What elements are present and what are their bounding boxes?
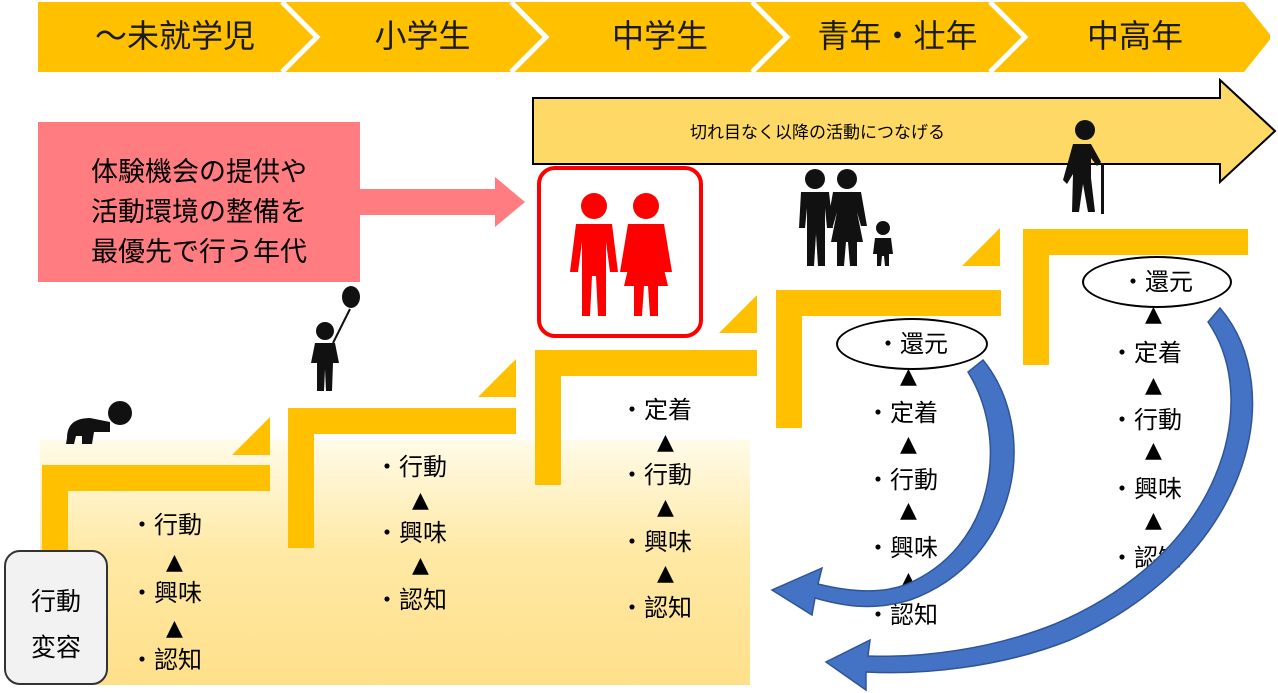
- step-5-top: [1023, 229, 1248, 255]
- return-arrow-adult: [770, 358, 1015, 617]
- step-3-top: [535, 350, 757, 376]
- step-3-interest: ・興味: [620, 528, 692, 556]
- step-2-awareness: ・認知: [375, 586, 447, 614]
- step-3-arrow-up-3: ▲: [657, 561, 674, 586]
- step-1-top: [42, 465, 270, 491]
- step-2-arrow-up-1: ▲: [412, 488, 429, 513]
- priority-line-2: 活動環境の整備を: [91, 197, 307, 228]
- step-4-retention: ・定着: [866, 399, 938, 427]
- step-1-corner: [232, 417, 270, 455]
- step-4-top: [776, 290, 1001, 316]
- step-5-contribution: ・還元: [1121, 268, 1193, 296]
- step-2-corner: [478, 359, 516, 397]
- stage-label-junior-high: 中学生: [611, 17, 708, 55]
- priority-line-1: 体験機会の提供や: [91, 157, 307, 188]
- stage-band-fill: [38, 2, 1270, 72]
- step-2-action: ・行動: [375, 453, 447, 481]
- step-4-corner: [962, 228, 1000, 266]
- step-4-contribution: ・還元: [876, 330, 948, 358]
- step-4-arrow-up-1: ▲: [900, 364, 917, 389]
- step-5-retention: ・定着: [1110, 339, 1182, 367]
- stage-label-elementary: 小学生: [374, 17, 471, 55]
- step-5-interest: ・興味: [1110, 475, 1182, 503]
- baby-crawling-icon: [66, 401, 132, 444]
- return-arrow-senior: [824, 306, 1254, 692]
- step-5-riser: [1023, 229, 1049, 365]
- chevron-separators: [280, 0, 1029, 74]
- behavior-change-line-2: 変容: [30, 633, 81, 662]
- step-5-arrow-up-3: ▲: [1145, 438, 1162, 463]
- step-1-interest: ・興味: [130, 579, 202, 607]
- step-5-arrow-up-1: ▲: [1145, 302, 1162, 327]
- stage-label-preschool: 〜未就学児: [94, 17, 255, 55]
- step-1-arrow-up-2: ▲: [166, 616, 183, 641]
- couple-icon: [570, 193, 672, 316]
- step-4-arrow-up-2: ▲: [900, 432, 917, 457]
- step-2-riser: [288, 408, 314, 548]
- step-2-interest: ・興味: [375, 519, 447, 547]
- child-with-balloon-icon: [311, 286, 360, 391]
- behavior-change-line-1: 行動: [30, 587, 81, 616]
- continuity-arrow-label: 切れ目なく以降の活動につなげる: [690, 123, 945, 143]
- step-1-riser: [42, 465, 68, 560]
- elderly-with-cane-icon: [1063, 120, 1104, 214]
- step-5-arrow-up-2: ▲: [1145, 373, 1162, 398]
- stage-label-senior: 中高年: [1086, 17, 1183, 55]
- step-2-arrow-up-2: ▲: [412, 553, 429, 578]
- step-1-awareness: ・認知: [130, 646, 202, 674]
- step-3-action: ・行動: [620, 461, 692, 489]
- step-3-retention: ・定着: [620, 396, 692, 424]
- step-3-arrow-up-2: ▲: [657, 495, 674, 520]
- step-4-action: ・行動: [866, 466, 938, 494]
- step-4-interest: ・興味: [866, 534, 938, 562]
- priority-arrow: [360, 177, 525, 227]
- step-3-riser: [535, 350, 561, 485]
- step-4-arrow-up-3: ▲: [900, 498, 917, 523]
- step-3-awareness: ・認知: [620, 594, 692, 622]
- step-1-arrow-up-1: ▲: [166, 550, 183, 575]
- step-5-contribution-bubble: ・還元: [1082, 256, 1232, 308]
- stage-label-adult: 青年・壮年: [817, 17, 978, 55]
- stage-band: [38, 0, 1278, 74]
- family-icon: [799, 169, 893, 266]
- step-4-contribution-bubble: ・還元: [836, 318, 988, 370]
- couple-highlight-frame: [537, 166, 703, 338]
- priority-box: 体験機会の提供や 活動環境の整備を 最優先で行う年代: [38, 122, 360, 282]
- step-3-arrow-up-1: ▲: [657, 430, 674, 455]
- step-5-action: ・行動: [1110, 406, 1182, 434]
- priority-line-3: 最優先で行う年代: [91, 237, 307, 268]
- step-5-arrow-up-4: ▲: [1145, 508, 1162, 533]
- step-1-action: ・行動: [130, 511, 202, 539]
- step-2-top: [288, 408, 516, 434]
- step-3-corner: [719, 295, 757, 333]
- behavior-change-box: 行動 変容: [4, 550, 108, 685]
- step-4-riser: [776, 290, 802, 428]
